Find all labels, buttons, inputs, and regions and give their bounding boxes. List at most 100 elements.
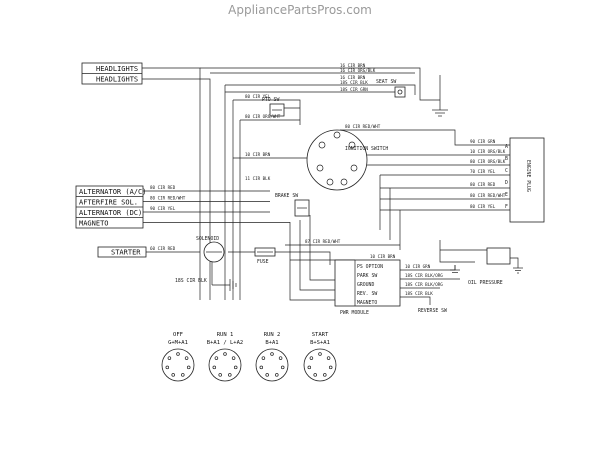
switch-state-3: START B+S+A1 [303,332,337,382]
brake-switch: BRAKE SW [275,193,310,217]
seat-switch-label: SEAT SW [376,79,396,85]
switch-pin [270,352,274,356]
alternator-dc-label: ALTERNATOR (DC) [79,209,142,217]
switch-pin [318,352,322,356]
wire-label: 80 CIR RED [150,185,176,190]
wire-label: 90 CIR GRN [470,139,496,144]
switch-pin [223,352,227,356]
svg-text:B: B [505,156,508,162]
module-pin-2: PARK SW [357,273,377,279]
svg-text:F: F [505,204,508,210]
wire-label: 80 CIR ORG/BLK [470,159,506,164]
wire-label: 60 CIR RED [150,246,176,251]
switch-pin [275,373,279,377]
wire-label: 18S CIR BLK/ORG [405,273,443,278]
brake-switch-label: BRAKE SW [275,193,298,199]
wire-label: 90 CIR YEL [150,206,176,211]
wires [142,67,523,305]
switch-pin [167,356,172,360]
wire-label: 80 CIR RED/WHT [150,196,186,201]
switch-state-combination: G+M+A1 [168,340,188,346]
switch-state-ring [208,348,242,382]
switch-pin [186,365,191,370]
reverse-switch-label: REVERSE SW [418,308,447,314]
pto-switch: PTO SW [262,97,285,117]
switch-pin [233,365,238,370]
svg-text:D: D [505,180,508,186]
wire-label: 10 CIR ORG/BLK [470,149,506,154]
svg-text:A: A [505,144,508,150]
fuse-label: FUSE [257,259,269,265]
module-pin-3: GROUND [357,282,374,288]
switch-state-ring [161,348,195,382]
headlights-label-2: HEADLIGHTS [96,76,138,84]
switch-pin [171,373,175,377]
wire-label: 18S CIR BLK [340,80,368,85]
wire-label: 10 CIR BRN [245,152,271,157]
switch-state-combination: B+S+A1 [310,340,330,346]
magneto-label: MAGNETO [79,220,109,228]
wire-label: 18S CIR BLK [405,291,433,296]
wire-label: 11 CIR BLK [245,176,271,181]
module-pin-4: REV. SW [357,291,377,297]
switch-state-ring [255,348,289,382]
ground-wire-label: 18S CIR BLK [175,278,207,284]
oil-pressure-sender: OIL PRESSURE [468,247,511,286]
solenoid-label: SOLENOID [196,236,219,242]
wire-label: 80 CIR ORG/WHT [245,114,281,119]
switch-state-title: RUN 2 [264,332,281,338]
starter-box: STARTER [97,246,147,258]
ignition-switch-label: IGNITION SWITCH [345,146,388,152]
switch-pin [165,365,170,370]
reverse-switch: REVERSE SW [418,308,447,314]
wire-labels: 16 CIR BRN 16 CIR ORG/BLK 16 CIR BRN 18S… [150,63,506,296]
switch-pin [231,356,236,360]
switch-pin [184,356,189,360]
wire-label: 18S CIR GRN [340,87,368,92]
switch-pin [323,373,327,377]
solenoid: SOLENOID [196,236,225,263]
wire-label: 18S CIR BLK/ORG [405,282,443,287]
switch-pin [307,365,312,370]
switch-pin [259,365,264,370]
engine-connector-label: ENGINE PLUG [525,160,531,192]
switch-pin [326,356,331,360]
switch-state-combination: B+A1 [265,340,278,346]
switch-pin [228,373,232,377]
wire-label: 10 CIR BRN [370,254,396,259]
engine-connector: ENGINE PLUG A B C D E F [505,137,545,223]
wire-label: 80 CIR YEL [470,204,496,209]
afterfire-sol-label: AFTERFIRE SOL. [79,199,138,207]
switch-pin [278,356,283,360]
wire-label: 80 CIR RED/WHT [470,193,506,198]
alternator-ac-label: ALTERNATOR (A/C) [79,188,146,196]
switch-state-title: START [312,332,329,338]
switch-pin [214,356,219,360]
wire-label: 10 CIR GRN [405,264,431,269]
headlights-box: HEADLIGHTS HEADLIGHTS [81,62,143,85]
module-label: PWR MODULE [340,310,369,316]
switch-pin [261,356,266,360]
wire-label: 16 CIR BRN [340,75,366,80]
wire-label: 16 CIR ORG/BLK [340,68,376,73]
switch-state-2: RUN 2 B+A1 [255,332,289,382]
switch-pin [176,352,180,356]
switch-state-1: RUN 1B+A1 / L+A2 [207,332,243,382]
wire-label: 80 CIR RED/WHT [345,124,381,129]
alternator-group-box: ALTERNATOR (A/C) AFTERFIRE SOL. ALTERNAT… [75,185,146,229]
switch-pin [218,373,222,377]
wire-label: 70 CIR YEL [470,169,496,174]
switch-pin [212,365,217,370]
switch-state-ring [303,348,337,382]
watermark: AppliancePartsPros.com [228,3,372,17]
module-pin-5: MAGNETO [357,300,377,306]
wire-label: 87 CIR RED/WHT [305,239,341,244]
fuse: FUSE [254,247,276,265]
switch-state-combination: B+A1 / L+A2 [207,340,243,346]
module-pin-1: PS OPTION [357,264,383,270]
power-module: PS OPTION PARK SW GROUND REV. SW MAGNETO… [334,259,401,316]
switch-pin [313,373,317,377]
switch-pin [328,365,333,370]
